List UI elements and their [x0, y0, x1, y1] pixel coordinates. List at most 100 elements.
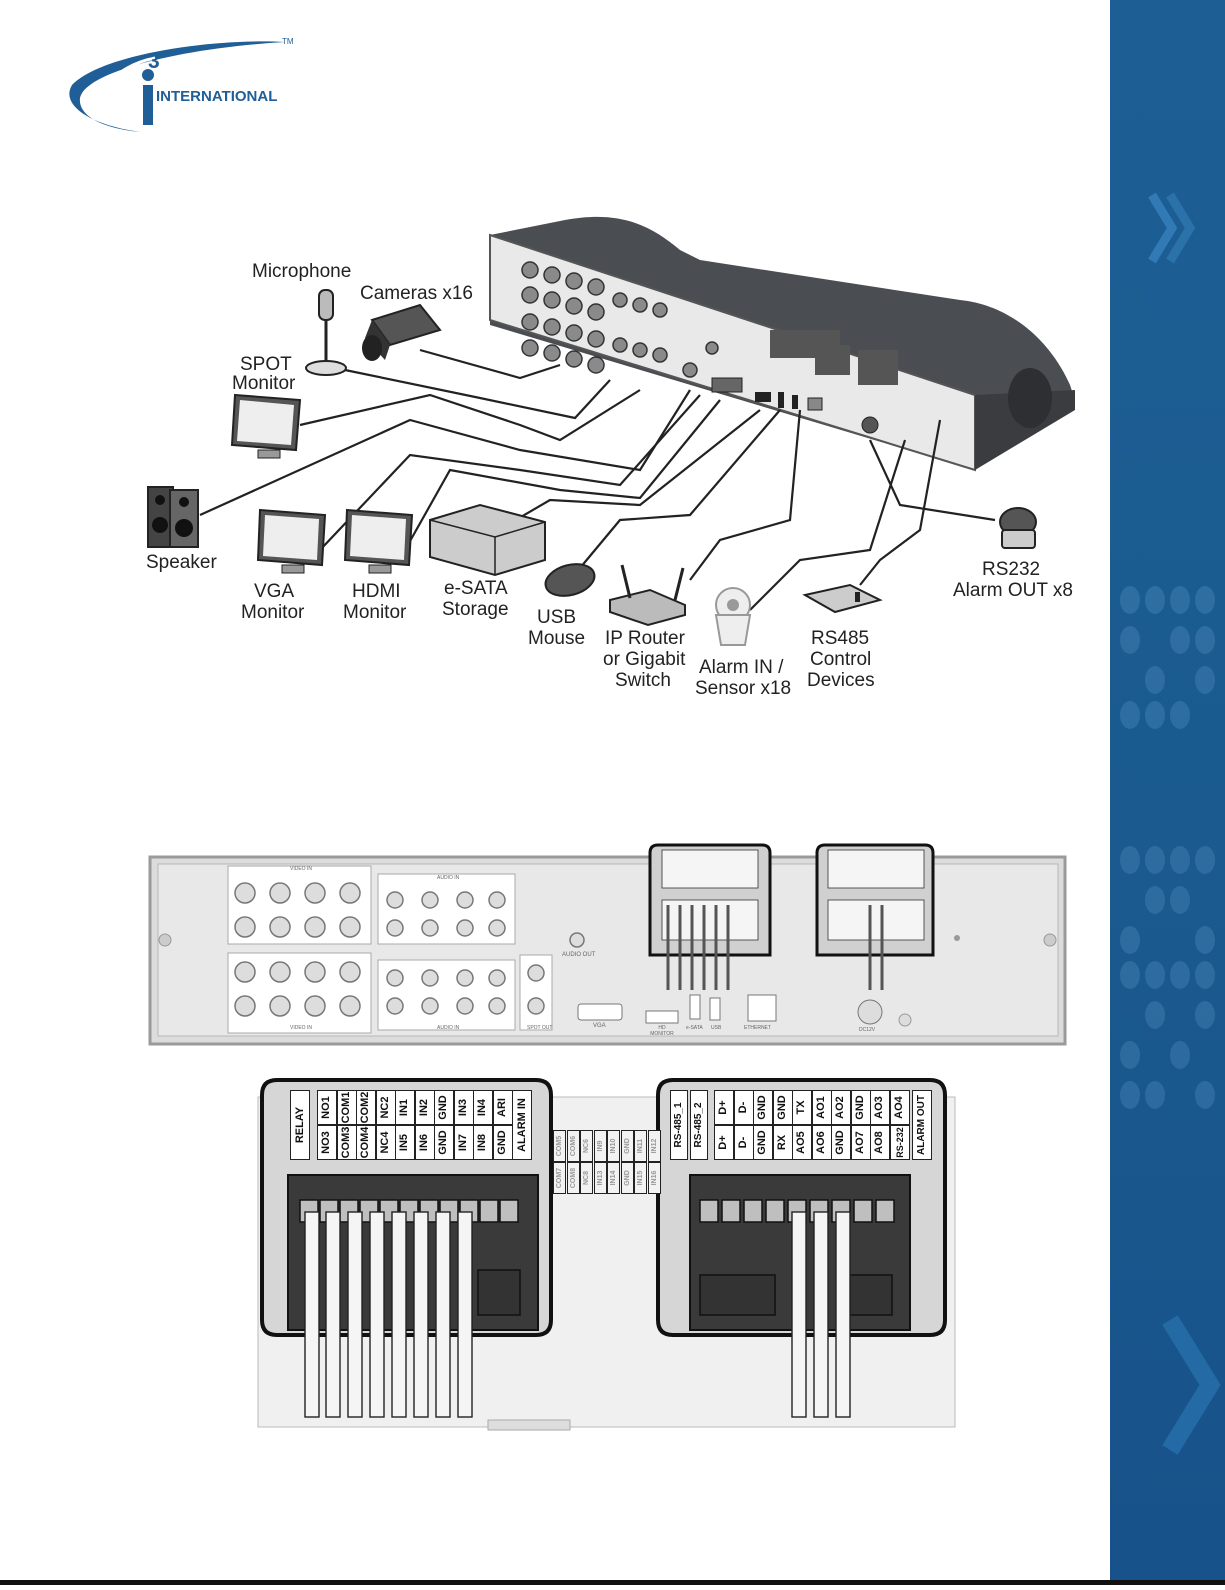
terminal-label-top: GND: [434, 1090, 454, 1125]
terminal-label-faded: COM6: [566, 1130, 580, 1162]
label-microphone: Microphone: [252, 261, 352, 282]
terminal-label-top: AO2: [831, 1090, 851, 1125]
terminal-label-bottom: AO7: [850, 1125, 870, 1160]
label-usb-line2: Mouse: [528, 628, 586, 649]
terminal-label-top: GND: [753, 1090, 773, 1125]
label-hdmi-line1: HDMI: [352, 581, 401, 602]
label-router-line1: IP Router: [605, 628, 685, 649]
label-spot-line1: SPOT: [240, 354, 292, 375]
terminal-label-bottom: GND: [831, 1125, 851, 1160]
terminal-label-top: IN3: [453, 1090, 473, 1125]
label-router-line2: or Gigabit: [603, 649, 686, 670]
label-alarmin-line1: Alarm IN /: [699, 657, 784, 678]
microphone: [305, 289, 347, 376]
power-connector: [861, 416, 879, 434]
label-alarmin-line2: Sensor x18: [695, 678, 792, 699]
alarm-sensor: [714, 587, 752, 646]
connection-diagram: [147, 216, 1075, 1431]
terminal-label-bottom: IN7: [453, 1125, 473, 1160]
panel-label-usb: USB: [711, 1025, 722, 1031]
terminal-label-bottom: GND: [434, 1125, 454, 1160]
terminal-label-bottom: AO5: [792, 1125, 812, 1160]
i3-international-logo: 3 INTERNATIONAL TM: [60, 30, 320, 140]
bottom-rule: [0, 1580, 1225, 1585]
terminal-label-bottom: NO3: [317, 1125, 337, 1160]
terminal-label-faded: NC6: [580, 1130, 593, 1162]
panel-label-audio-in-2: AUDIO IN: [437, 1025, 460, 1031]
panel-wires: [666, 905, 884, 990]
panel-label-ethernet: ETHERNET: [744, 1025, 771, 1031]
terminal-label-faded: IN13: [593, 1162, 607, 1194]
label-router-line3: Switch: [615, 670, 671, 691]
logo-swoosh: [69, 41, 285, 133]
terminal-label-top: NO1: [317, 1090, 337, 1125]
logo-wordmark: INTERNATIONAL: [156, 88, 278, 105]
usb-mouse: [544, 563, 596, 597]
terminal-label-bottom: COM3: [336, 1125, 356, 1160]
label-rs485-2: RS-485_2: [690, 1090, 708, 1160]
panel-label-audio-in: AUDIO IN: [437, 875, 460, 881]
terminal-label-bottom: D+: [714, 1125, 734, 1160]
label-speaker: Speaker: [146, 552, 217, 573]
terminal-label-faded: COM5: [553, 1130, 566, 1162]
panel-label-spot-out: SPOT OUT: [527, 1025, 553, 1031]
terminal-label-faded: IN10: [607, 1130, 620, 1162]
logo-superscript: 3: [148, 50, 160, 73]
speaker: [147, 486, 199, 548]
panel-label-video-in-2: VIDEO IN: [290, 1025, 312, 1031]
logo-i-stem: [143, 85, 153, 125]
label-hdmi-line2: Monitor: [343, 602, 407, 623]
terminal-label-bottom: IN5: [395, 1125, 415, 1160]
terminal-label-top: AO4: [889, 1090, 909, 1125]
terminal-label-faded: GND: [620, 1162, 634, 1194]
terminal-label-bottom: COM4: [356, 1125, 376, 1160]
chevron-right-icon: [1162, 1315, 1221, 1455]
dvr-unit: [489, 216, 1075, 472]
logo-trademark: TM: [282, 37, 294, 46]
terminal-label-bottom: AO6: [811, 1125, 831, 1160]
sidebar-decoration: [1120, 192, 1221, 1455]
terminal-label-top: IN4: [473, 1090, 493, 1125]
terminal-label-top: D-: [733, 1090, 753, 1125]
label-alarm-in: ALARM IN: [512, 1090, 532, 1160]
terminal-label-faded: IN11: [634, 1130, 647, 1162]
panel-label-video-in: VIDEO IN: [290, 866, 312, 872]
esata-storage: [429, 503, 546, 577]
terminal-label-bottom: NC4: [375, 1125, 395, 1160]
terminal-label-bottom: GND: [492, 1125, 512, 1160]
terminal-label-top: COM1: [336, 1090, 356, 1125]
terminal-label-top: TX: [792, 1090, 812, 1125]
label-alarm-out: ALARM OUT: [912, 1090, 932, 1160]
hdmi-monitor: [343, 508, 414, 574]
cables: [199, 348, 996, 611]
zoom-wires: [304, 1211, 851, 1418]
terminal-label-top: IN1: [395, 1090, 415, 1125]
label-rs485-line3: Devices: [807, 670, 875, 691]
rs485-control-keyboard: [802, 583, 883, 614]
terminal-label-top: AO3: [870, 1090, 890, 1125]
label-rs232-line2: Alarm OUT x8: [953, 580, 1074, 601]
chevron-right-icon: [1166, 192, 1196, 264]
terminal-label-top: AO1: [811, 1090, 831, 1125]
label-esata-line2: Storage: [442, 599, 509, 620]
chevron-right-icon: [1148, 192, 1178, 264]
rs232-alarm-beacon: [999, 507, 1037, 549]
label-relay: RELAY: [290, 1090, 310, 1160]
label-usb-line1: USB: [537, 607, 577, 628]
label-rs232: RS-232: [890, 1125, 910, 1160]
label-rs485-line1: RS485: [811, 628, 870, 649]
vga-port: [711, 377, 743, 393]
label-vga-line2: Monitor: [241, 602, 305, 623]
label-rs485-line2: Control: [810, 649, 872, 670]
terminal-label-faded: COM7: [553, 1162, 566, 1194]
rear-panel: [148, 843, 1067, 1046]
terminal-label-faded: COM8: [566, 1162, 580, 1194]
terminal-label-faded: IN9: [593, 1130, 607, 1162]
panel-label-audio-out: AUDIO OUT: [562, 952, 596, 958]
terminal-label-faded: IN16: [647, 1162, 661, 1194]
label-esata-line1: e-SATA: [444, 578, 508, 599]
label-cameras: Cameras x16: [360, 283, 473, 304]
terminal-label-faded: IN12: [647, 1130, 661, 1162]
spot-monitor: [230, 393, 302, 459]
terminal-label-bottom: GND: [753, 1125, 773, 1160]
